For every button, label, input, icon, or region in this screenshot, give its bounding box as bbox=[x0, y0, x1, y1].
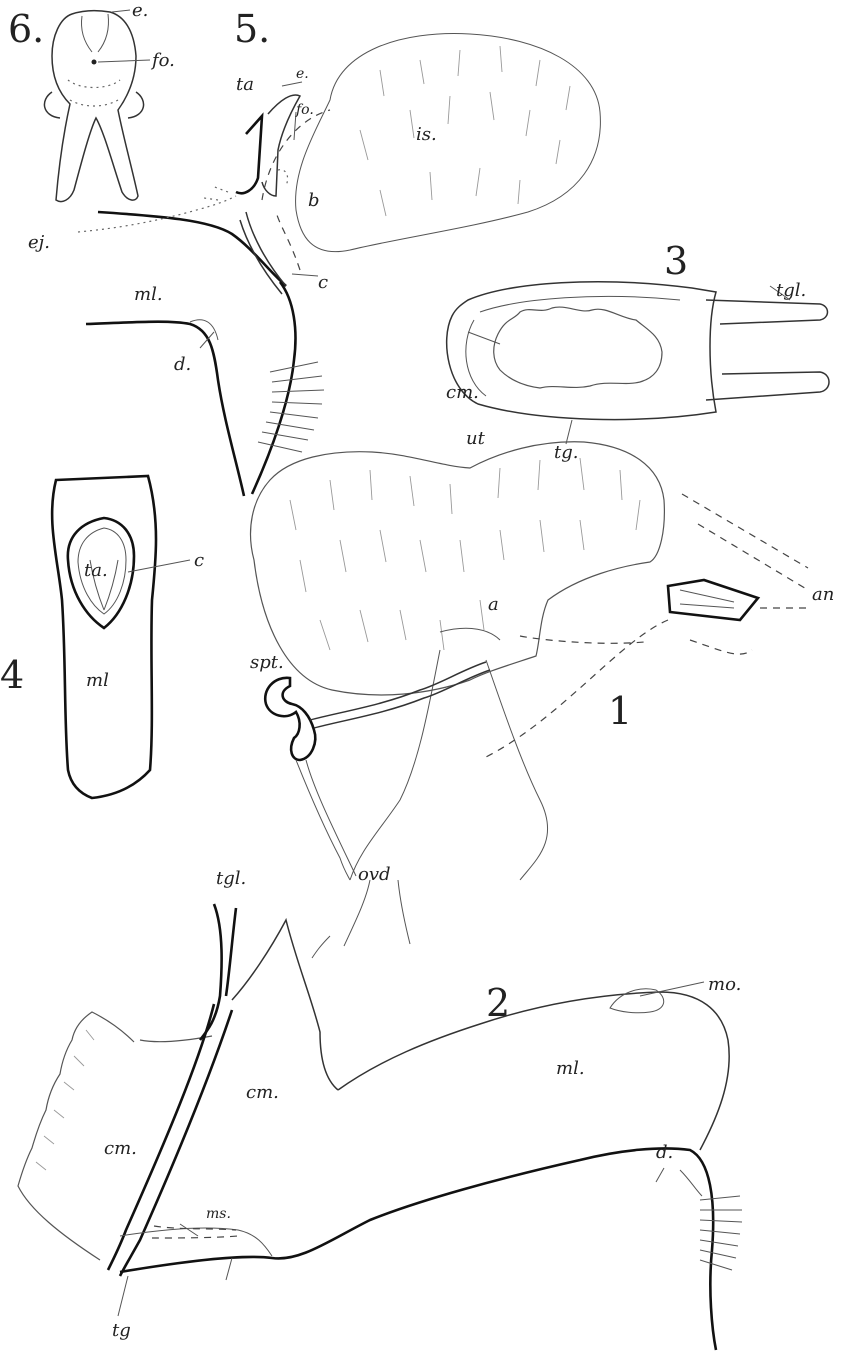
fig4-label-c: c bbox=[194, 550, 204, 571]
fig4-label-ta: ta. bbox=[84, 560, 108, 581]
fig5-label-e: e. bbox=[296, 66, 309, 82]
fig5-label-fo: fo. bbox=[295, 102, 314, 118]
fig5-label-ta: ta bbox=[236, 74, 254, 95]
fig2-label-ml: ml. bbox=[556, 1058, 585, 1079]
figure-4: 4 ta. c ml bbox=[0, 476, 204, 798]
fig2-label-d: d. bbox=[656, 1142, 673, 1163]
figure-1: 1 ut a spt. ovd an bbox=[250, 428, 834, 958]
fig2-label-cm-outer: cm. bbox=[104, 1138, 137, 1159]
fig3-label-tg: tg. bbox=[554, 442, 578, 463]
fig2-label-ms: ms. bbox=[206, 1206, 231, 1222]
fig5-label-d: d. bbox=[174, 354, 191, 375]
fig6-label-e: e. bbox=[132, 0, 148, 21]
figure-4-number: 4 bbox=[0, 653, 24, 697]
fig5-label-is: is. bbox=[416, 124, 437, 145]
figure-2: 2 tgl. mo. ml. cm. cm. ms. d. tg bbox=[18, 868, 742, 1350]
fig1-label-spt: spt. bbox=[250, 652, 284, 673]
figure-5-number: 5. bbox=[234, 7, 270, 51]
fig3-label-tgl: tgl. bbox=[776, 280, 806, 301]
foramen-dot bbox=[92, 60, 97, 65]
fig1-label-an: an bbox=[812, 584, 834, 605]
fig4-label-ml: ml bbox=[86, 670, 109, 691]
fig6-label-fo: fo. bbox=[150, 50, 175, 71]
fig5-label-b: b bbox=[308, 190, 320, 211]
fig5-label-ej: ej. bbox=[28, 232, 50, 253]
fig2-label-mo: mo. bbox=[708, 974, 741, 995]
fig1-label-a: a bbox=[488, 594, 499, 615]
figure-5: 5. ta e. fo. is. b ej. ml. c d. bbox=[28, 7, 600, 496]
fig1-label-ovd: ovd bbox=[358, 864, 391, 885]
fig1-label-ut: ut bbox=[466, 428, 486, 449]
fig5-label-ml: ml. bbox=[134, 284, 163, 305]
fig3-label-cm: cm. bbox=[446, 382, 479, 403]
fig5-label-c: c bbox=[318, 272, 328, 293]
fig2-label-tg: tg bbox=[112, 1320, 131, 1341]
fig2-label-cm-inner: cm. bbox=[246, 1082, 279, 1103]
figure-6-number: 6. bbox=[8, 7, 44, 51]
figure-3: 3 tgl. cm. tg. bbox=[446, 239, 829, 463]
figure-3-number: 3 bbox=[664, 239, 688, 283]
figure-6: 6. e. fo. bbox=[8, 0, 175, 202]
fig2-label-tgl: tgl. bbox=[216, 868, 246, 889]
figure-1-number: 1 bbox=[608, 689, 632, 733]
